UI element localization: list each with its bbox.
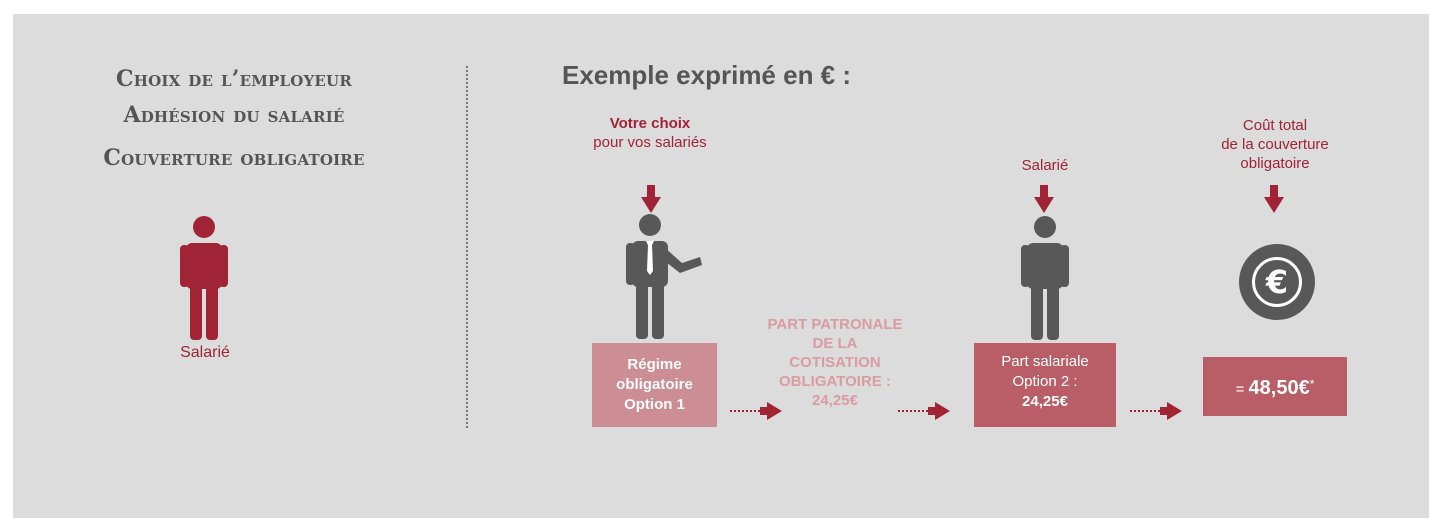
euro-icon: € [1239,244,1315,320]
box2-amount: 24,25€ [1022,393,1068,410]
choice-label-bold: Votre choix [609,115,691,132]
person-icon [180,216,228,340]
employer-share-line-1: PART PATRONALE [767,316,903,333]
employer-share-line-3: COTISATION [789,354,881,371]
divider [466,66,468,428]
total-asterisk: * [1309,377,1315,391]
choice-label-sub: pour vos salariés [593,134,707,151]
total-prefix: = [1235,381,1249,398]
choice-label: Votre choix pour vos salariés [565,114,735,152]
person-label: Salarié [180,344,230,361]
total-amount: 48,50€ [1248,377,1310,399]
dotted-right-arrow-icon [1130,402,1182,420]
total-box: = 48,50€* [1203,357,1347,416]
employer-share-amount: 24,25€ [812,392,858,409]
heading-mandatory-coverage: Couverture obligatoire [103,145,365,171]
total-cost-line-1: Coût total [1242,117,1308,134]
euro-symbol: € [1252,257,1302,307]
mandatory-regime-box: Régime obligatoire Option 1 [592,343,717,427]
box2-line-2: Option 2 : [1012,373,1078,390]
employee-label: Salarié [1021,157,1069,174]
box1-line-1: Régime [627,356,682,373]
example-title: Exemple exprimé en € : [562,60,852,90]
background-panel [13,14,1429,518]
down-arrow-icon [641,185,661,213]
businessman-icon [626,214,702,339]
box1-line-3: Option 1 [624,396,685,413]
employee-share-box: Part salariale Option 2 : 24,25€ [974,343,1116,427]
heading-employer-choice: Choix de l’employeur [116,66,352,92]
person-icon [1021,216,1069,340]
employer-share-line-4: OBLIGATOIRE : [779,373,891,390]
box1-line-2: obligatoire [616,376,693,393]
dotted-right-arrow-icon [730,402,782,420]
employer-share-label: PART PATRONALE DE LA COTISATION OBLIGATO… [760,315,910,410]
dotted-right-arrow-icon [898,402,950,420]
down-arrow-icon [1264,185,1284,213]
total-cost-line-3: obligatoire [1240,155,1310,172]
employer-share-line-2: DE LA [812,335,858,352]
heading-employee-membership: Adhésion du salarié [123,102,345,128]
total-cost-label: Coût total de la couverture obligatoire [1195,116,1355,173]
down-arrow-icon [1034,185,1054,213]
box2-line-1: Part salariale [1001,353,1089,370]
total-cost-line-2: de la couverture [1221,136,1329,153]
